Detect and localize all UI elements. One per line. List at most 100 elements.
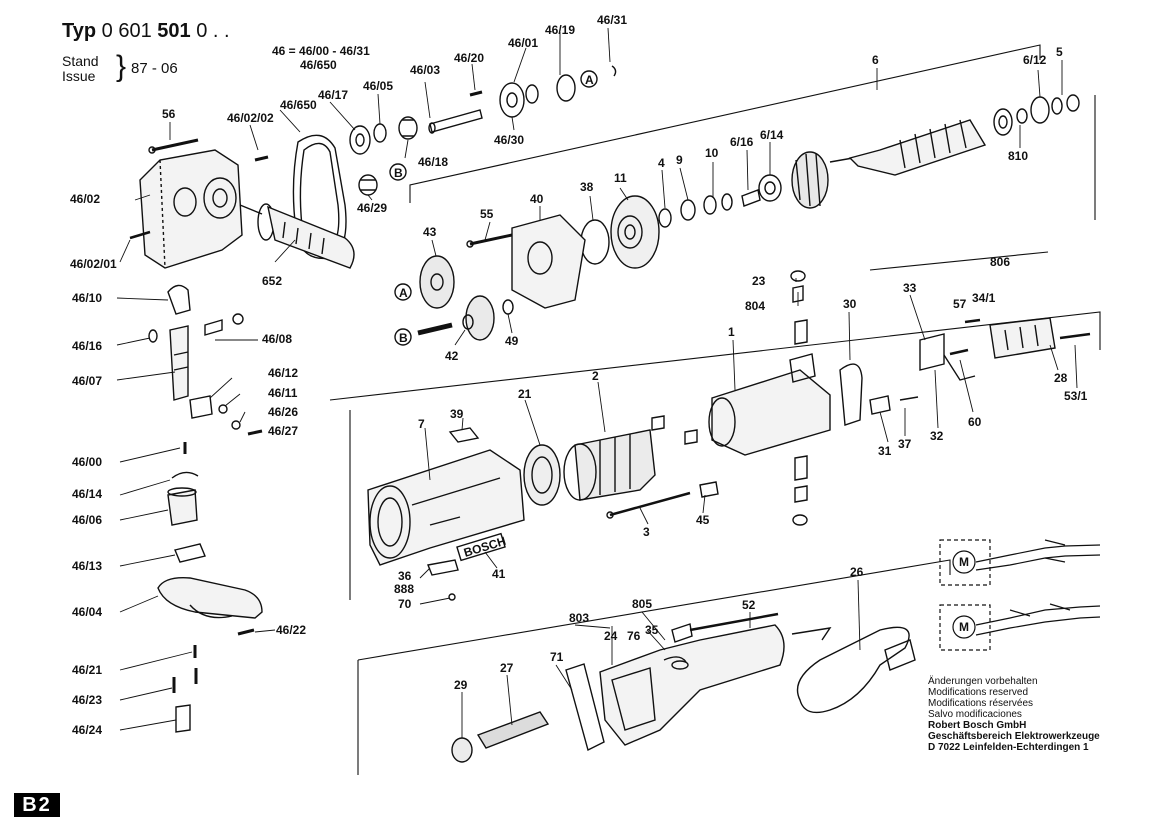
callout: 46/19 bbox=[545, 23, 575, 37]
callout: 46/14 bbox=[72, 487, 102, 501]
callout: 46/08 bbox=[262, 332, 292, 346]
callout: 46/12 bbox=[268, 366, 298, 380]
callout: 46/24 bbox=[72, 723, 102, 737]
callout: 46/04 bbox=[72, 605, 102, 619]
side-handle bbox=[239, 203, 355, 269]
callout: 57 bbox=[953, 297, 967, 311]
callout: 70 bbox=[398, 597, 412, 611]
callout: 9 bbox=[676, 153, 683, 167]
marker-a-low bbox=[394, 283, 412, 301]
cord-clamp bbox=[565, 663, 605, 752]
callout: 4 bbox=[658, 156, 665, 170]
callout: 652 bbox=[262, 274, 282, 288]
callout: 43 bbox=[423, 225, 437, 239]
wiring-diagram-1 bbox=[939, 539, 1101, 586]
callout: 810 bbox=[1008, 149, 1028, 163]
callout: 46/650 bbox=[280, 98, 317, 112]
motor-housing bbox=[367, 427, 561, 601]
callout: 56 bbox=[162, 107, 176, 121]
callout: 46/18 bbox=[418, 155, 448, 169]
publisher-notes: Änderungen vorbehalten Modifications res… bbox=[928, 676, 1100, 753]
callout: 6 bbox=[872, 53, 879, 67]
callout: 46/03 bbox=[410, 63, 440, 77]
wiring-diagram-2 bbox=[939, 603, 1101, 651]
callout: 46/06 bbox=[72, 513, 102, 527]
callout: 42 bbox=[445, 349, 459, 363]
cord-sleeve bbox=[451, 711, 550, 763]
callout: 10 bbox=[705, 146, 719, 160]
marker-a-top bbox=[580, 70, 598, 88]
page-badge: B2 bbox=[14, 793, 60, 817]
callout: 40 bbox=[530, 192, 544, 206]
callout: 46/21 bbox=[72, 663, 102, 677]
callout: 28 bbox=[1054, 371, 1068, 385]
leader-lines bbox=[116, 27, 1078, 738]
callout: 23 bbox=[752, 274, 766, 288]
callout: 46/13 bbox=[72, 559, 102, 573]
left-column-parts bbox=[148, 284, 263, 733]
callout: 45 bbox=[696, 513, 710, 527]
callout: 46/07 bbox=[72, 374, 102, 388]
brace-glyph: } bbox=[116, 50, 127, 83]
callout: 804 bbox=[745, 299, 765, 313]
callout: 39 bbox=[450, 407, 464, 421]
callout: 55 bbox=[480, 207, 494, 221]
callout: 46/02/02 bbox=[227, 111, 274, 125]
callout: 5 bbox=[1056, 45, 1063, 59]
rear-handle bbox=[599, 612, 785, 746]
gear-group bbox=[417, 193, 733, 341]
gear-housing bbox=[139, 149, 243, 269]
callout: 46/20 bbox=[454, 51, 484, 65]
callout: 46/05 bbox=[363, 79, 393, 93]
callout: 29 bbox=[454, 678, 468, 692]
callout: 3 bbox=[643, 525, 650, 539]
callout: 38 bbox=[580, 180, 594, 194]
callout: 36 bbox=[398, 569, 412, 583]
group-frames bbox=[329, 44, 1101, 775]
callout: 49 bbox=[505, 334, 519, 348]
callout: 6/12 bbox=[1023, 53, 1047, 67]
callout: 46/02/01 bbox=[70, 257, 117, 271]
callout: 46/10 bbox=[72, 291, 102, 305]
callout: 2 bbox=[592, 369, 599, 383]
motor-symbol-2: M bbox=[959, 620, 969, 634]
callout: 803 bbox=[569, 611, 589, 625]
motor-symbol-1: M bbox=[959, 555, 969, 569]
brush-parts bbox=[790, 270, 808, 526]
callout: 76 bbox=[627, 629, 641, 643]
brand-plate: BOSCH bbox=[462, 534, 508, 560]
callout: 37 bbox=[898, 437, 912, 451]
callout: 11 bbox=[614, 171, 627, 185]
callout: 35 bbox=[645, 623, 659, 637]
screws-small bbox=[129, 138, 269, 240]
marker-b-low bbox=[394, 328, 412, 346]
callout: 34/1 bbox=[972, 291, 996, 305]
callout: 7 bbox=[418, 417, 425, 431]
callout: 46/29 bbox=[357, 201, 387, 215]
callout: 27 bbox=[500, 661, 514, 675]
callout: 31 bbox=[878, 444, 892, 458]
callout: 30 bbox=[843, 297, 857, 311]
callout: 46/11 bbox=[268, 386, 298, 400]
stator bbox=[563, 415, 719, 519]
spindle-group bbox=[349, 65, 617, 196]
marker-b-top bbox=[389, 163, 407, 181]
callout: 60 bbox=[968, 415, 982, 429]
armature bbox=[741, 94, 1080, 209]
marker-b-top-label: B bbox=[394, 166, 403, 180]
callout: 46/00 bbox=[72, 455, 102, 469]
callout: 24 bbox=[604, 629, 618, 643]
type-number: Typ 0 601 501 0 . . bbox=[62, 20, 230, 42]
callout: 806 bbox=[990, 255, 1010, 269]
callout: 6/16 bbox=[730, 135, 754, 149]
power-cord bbox=[791, 626, 916, 714]
callout: 6/14 bbox=[760, 128, 784, 142]
callout: 888 bbox=[394, 582, 414, 596]
callout: 1 bbox=[728, 325, 735, 339]
callout: 53/1 bbox=[1064, 389, 1088, 403]
callout: 46/16 bbox=[72, 339, 102, 353]
callout: 26 bbox=[850, 565, 864, 579]
callout: 805 bbox=[632, 597, 652, 611]
